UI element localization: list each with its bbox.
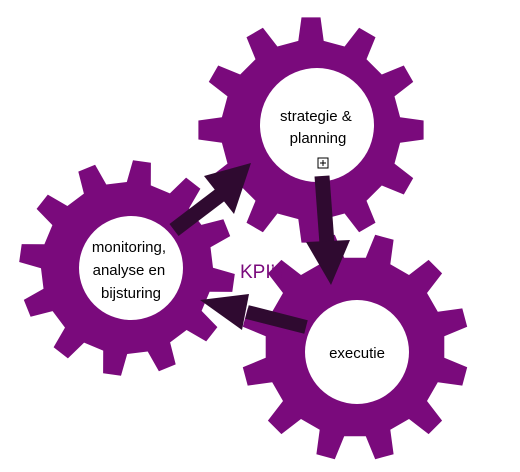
kpi-label: KPI’s <box>240 262 284 283</box>
gear-execution: executie <box>242 234 468 460</box>
gear-strategy-hub <box>260 68 374 182</box>
gear-strategy: strategie & planning <box>198 17 424 243</box>
gear-execution-label: executie <box>329 345 385 362</box>
gear-strategy-label: strategie & planning <box>280 108 356 147</box>
arrow-strategy-to-execution <box>306 175 350 285</box>
arrow-monitoring-to-strategy <box>169 163 251 236</box>
arrow-execution-to-monitoring <box>200 294 308 334</box>
gear-monitoring-label: monitoring, analyse en bijsturing <box>92 239 170 302</box>
gear-monitoring: monitoring, analyse en bijsturing <box>19 160 235 376</box>
gear-execution-hub <box>305 300 409 404</box>
gear-monitoring-hub <box>79 216 183 320</box>
plus-square-icon[interactable] <box>317 157 329 169</box>
